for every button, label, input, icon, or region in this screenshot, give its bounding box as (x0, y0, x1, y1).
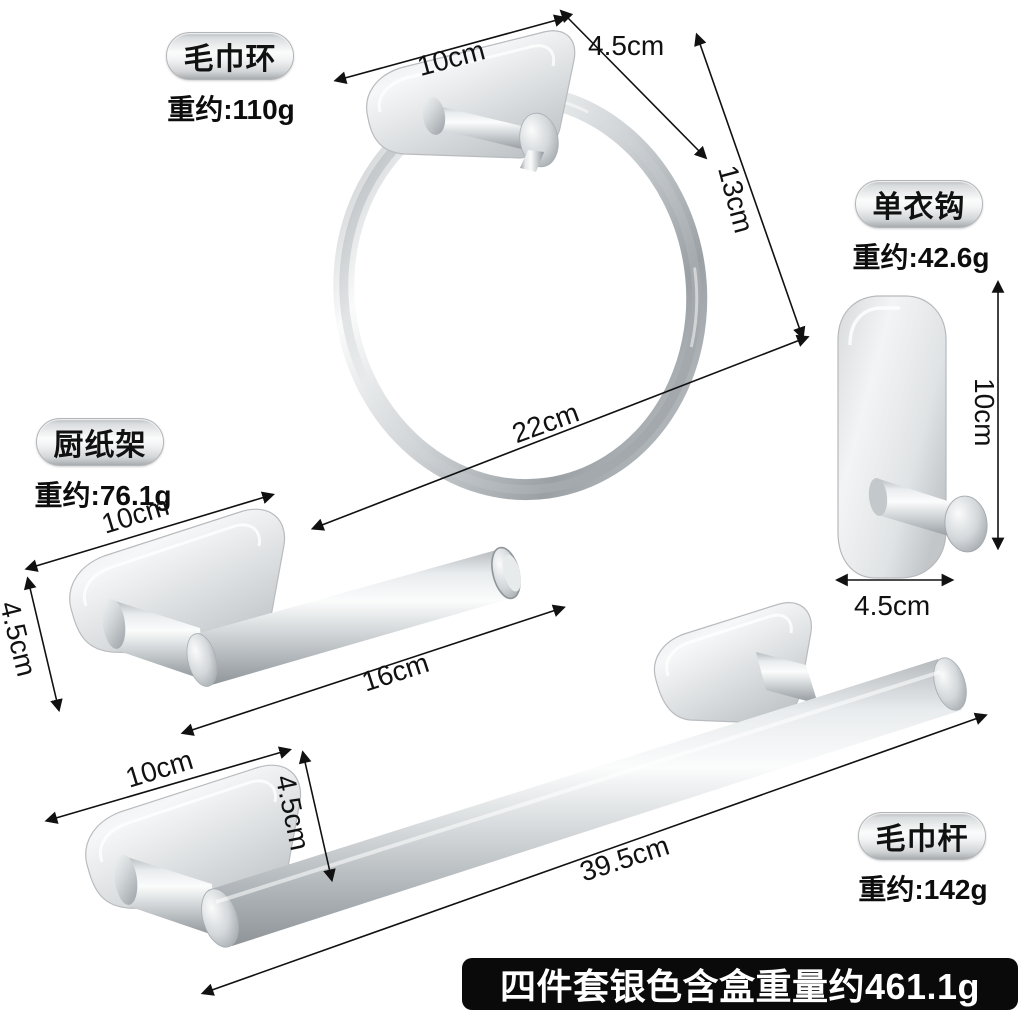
towel-ring-dimension-lines (310, 9, 810, 531)
product-label-coat-hook: 单衣钩 (855, 180, 983, 228)
product-name-kitchen-paper-holder: 厨纸架 (53, 429, 147, 462)
set-total-weight-banner: 四件套银色含盒重量约461.1g (462, 958, 1018, 1010)
dim-line-10cm-paper (24, 491, 275, 572)
product-weight-towel-bar: 重约:142g (858, 874, 988, 905)
towel-bar-dimension-lines (44, 712, 988, 996)
product-weight-towel-ring: 重约:110g (167, 94, 295, 125)
dimension-label-ring-plate-height: 4.5cm (588, 30, 665, 61)
dimension-label-hook-plate-width: 4.5cm (854, 590, 931, 621)
product-weight-coat-hook: 重约:42.6g (852, 242, 990, 273)
dim-line-22cm-ring (310, 334, 810, 531)
dim-line-39-5cm-bar (200, 712, 988, 996)
product-name-towel-bar: 毛巾杆 (875, 823, 969, 856)
product-label-kitchen-paper-holder: 厨纸架 (36, 418, 164, 466)
dim-line-13cm-ring (694, 32, 806, 340)
dim-line-4-5cm-ring (559, 9, 708, 160)
dimension-label-hook-plate-height: 10cm (969, 378, 1000, 447)
product-label-towel-ring: 毛巾环 (166, 32, 294, 80)
dim-line-16cm-paper (180, 604, 566, 736)
dim-line-10cm-ring (333, 14, 568, 84)
dim-line-4-5cm-paper (23, 576, 63, 713)
product-weight-kitchen-paper-holder: 重约:76.1g (34, 480, 172, 511)
kitchen-paper-holder-product (69, 508, 522, 687)
banner-text: 四件套银色含盒重量约461.1g (499, 966, 981, 1007)
coat-hook-product (837, 295, 988, 579)
product-name-coat-hook: 单衣钩 (872, 191, 966, 224)
kitchen-paper-holder-dimension-lines (23, 491, 566, 736)
coat-hook-dimension-lines (835, 280, 1005, 587)
product-label-towel-bar: 毛巾杆 (858, 812, 986, 860)
product-name-towel-ring: 毛巾环 (183, 43, 277, 76)
